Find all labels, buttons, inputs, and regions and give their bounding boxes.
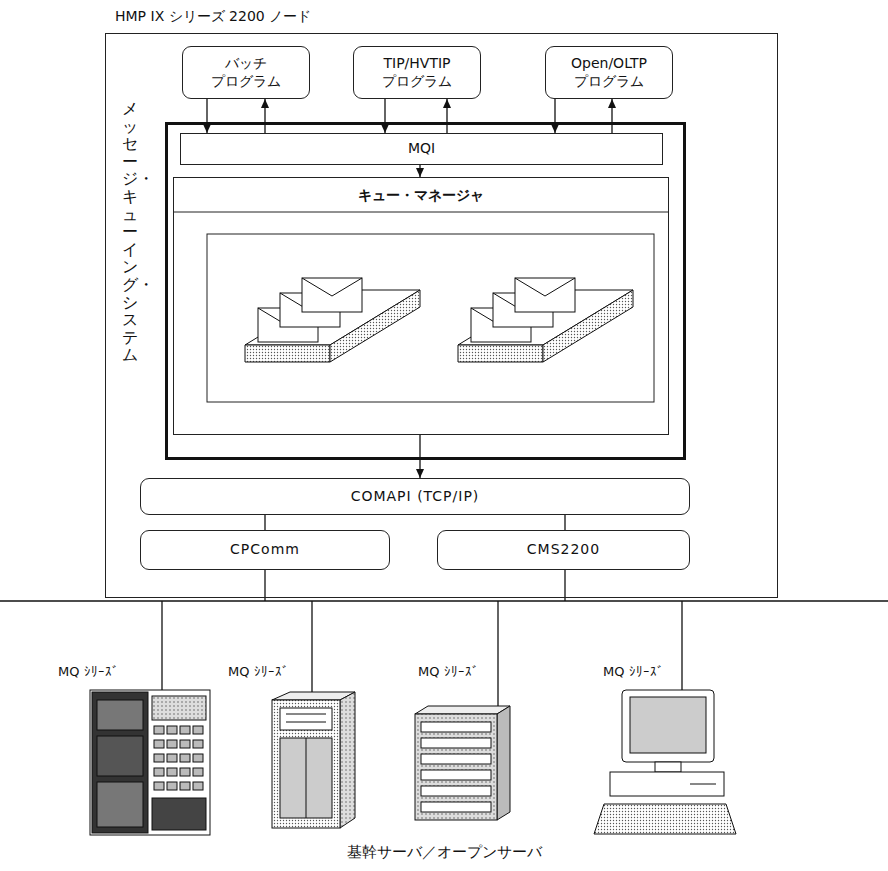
system-heading: メッセージ・キューイング・システム — [122, 100, 138, 364]
flow-arrow — [446, 99, 447, 133]
network-line — [0, 570, 888, 706]
flow-arrow — [419, 165, 420, 177]
queue-manager: キュー・マネージャ — [173, 177, 669, 435]
box-label: CPComm — [230, 541, 300, 559]
caption-text: 基幹サーバ／オープンサーバ — [244, 843, 644, 862]
box-label: バッチ プログラム — [196, 55, 296, 90]
queue-frame — [174, 212, 668, 402]
product-label: MQ ｼﾘｰｽﾞ — [228, 664, 289, 679]
message-queue — [245, 278, 420, 362]
server-cabinet — [415, 706, 510, 820]
flow-arrow — [564, 515, 565, 530]
personal-computer — [594, 690, 736, 834]
flow-arrow — [384, 99, 385, 133]
product-label: MQ ｼﾘｰｽﾞ — [418, 664, 479, 679]
server-rack — [90, 690, 210, 835]
program-box: Open/OLTP プログラム — [545, 46, 673, 99]
node-heading: HMP IX シリーズ 2200 ノード — [115, 8, 311, 26]
flow-arrow — [554, 99, 555, 133]
comm-box: CPComm — [140, 530, 390, 570]
flow-arrow — [206, 99, 207, 133]
program-box: バッチ プログラム — [182, 46, 310, 99]
box-label: TIP/HVTIP プログラム — [367, 55, 467, 90]
box-label: MQI — [408, 140, 435, 158]
server-tower — [272, 692, 355, 828]
message-queue — [458, 278, 633, 362]
box-label: Open/OLTP プログラム — [559, 55, 659, 90]
flow-arrow — [419, 435, 420, 478]
comm-api-bar: COMAPI (TCP/IP) — [140, 478, 690, 515]
flow-arrow — [611, 99, 612, 133]
product-label: MQ ｼﾘｰｽﾞ — [58, 664, 119, 679]
flow-arrow — [264, 99, 265, 133]
interface-bar: MQI — [180, 133, 663, 165]
node-frame: HMP IX シリーズ 2200 ノードバッチ プログラムTIP/HVTIP プ… — [105, 33, 778, 598]
box-label: CMS2200 — [527, 541, 600, 559]
flow-arrow — [264, 515, 265, 530]
box-label: キュー・マネージャ — [358, 187, 484, 205]
program-box: TIP/HVTIP プログラム — [353, 46, 481, 99]
system-frame: メッセージ・キューイング・システムMQIキュー・マネージャ — [165, 122, 686, 460]
comm-box: CMS2200 — [437, 530, 690, 570]
product-label: MQ ｼﾘｰｽﾞ — [603, 664, 664, 679]
box-label: COMAPI (TCP/IP) — [351, 488, 480, 506]
